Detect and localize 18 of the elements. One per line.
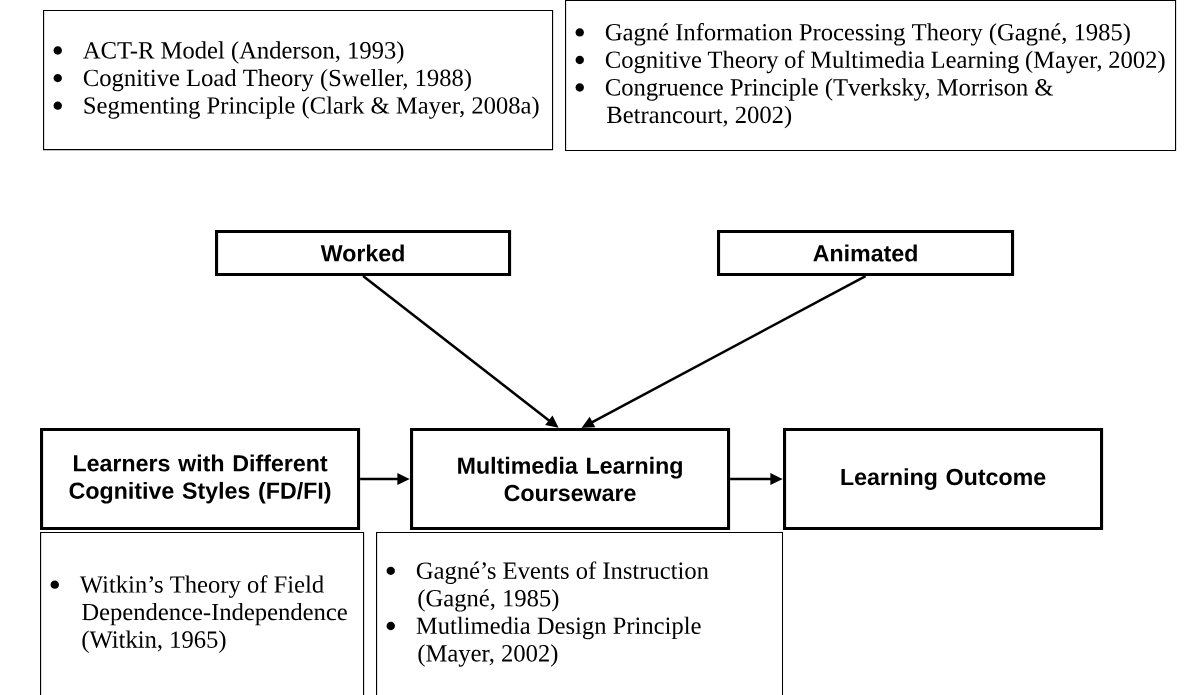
bullet-item: Congruence Principle (Tverksky, Morrison & Betrancourt, 2002) bbox=[605, 78, 1054, 129]
bullet-item: Cognitive Theory of Multimedia Learning (Mayer, 2002) bbox=[605, 50, 1165, 74]
concept-box: Learning Outcome bbox=[783, 428, 1104, 531]
concept-box: Learners with Different Cognitive Styles (FD/FI) bbox=[40, 428, 361, 531]
bullet-item: Gagné Information Processing Theory (Gagné, 1985) bbox=[605, 22, 1130, 46]
theory-box bbox=[565, 0, 1177, 152]
concept-box: Animated bbox=[717, 230, 1015, 277]
concept-box: Worked bbox=[215, 230, 512, 277]
theory-box bbox=[43, 10, 554, 151]
theory-box bbox=[376, 532, 784, 695]
concept-box: Multimedia Learning Courseware bbox=[410, 428, 731, 531]
bullet-item: Mutlimedia Design Principle (Mayer, 2002) bbox=[416, 616, 701, 667]
bullet-item: Gagné’s Events of Instruction (Gagné, 1985) bbox=[416, 561, 709, 612]
bullet-item: Segmenting Principle (Clark & Mayer, 2008a) bbox=[84, 96, 539, 119]
bullet-item: ACT-R Model (Anderson, 1993) bbox=[83, 41, 404, 64]
bullet-item: Cognitive Load Theory (Sweller, 1988) bbox=[83, 68, 471, 92]
bullet-item: Witkin’s Theory of Field Dependence-Independence (Witkin, 1965) bbox=[79, 575, 347, 653]
theory-box bbox=[40, 532, 365, 695]
